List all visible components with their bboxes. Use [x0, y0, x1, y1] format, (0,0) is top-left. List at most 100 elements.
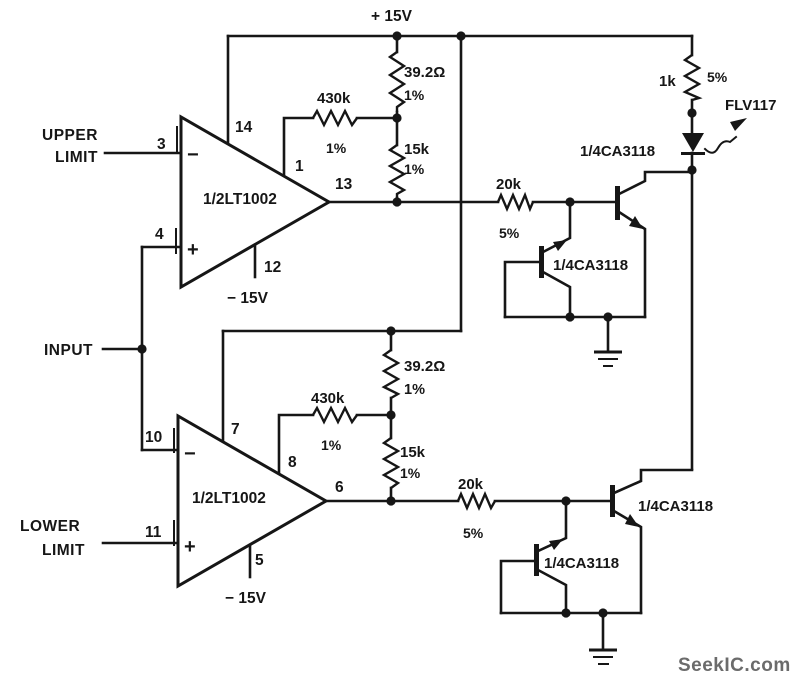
upper-pin-noninverting: 4 — [155, 226, 164, 243]
junction-dot — [565, 197, 575, 207]
q3-emitter-arrow — [625, 514, 639, 527]
resistor-20k-lower-value: 20k — [458, 476, 484, 493]
q1-emitter-arrow — [629, 216, 643, 229]
upper-limit-label-line1: UPPER — [42, 127, 98, 144]
junction-dot — [687, 108, 697, 118]
resistor-430k-lower-tolerance: 1% — [321, 437, 342, 453]
junction-dot — [392, 197, 402, 207]
q4-collector — [536, 568, 568, 615]
upper-pin-output: 13 — [335, 176, 353, 193]
lower-negative-supply-label: − 15V — [225, 590, 267, 607]
q2-emitter-arrow — [553, 240, 567, 251]
resistor-symbols — [311, 51, 703, 512]
junction-dot — [386, 410, 396, 420]
upper-pin-feedback: 1 — [295, 158, 304, 175]
resistor-20k-upper-tolerance: 5% — [499, 225, 520, 241]
q3-part-label: 1/4CA3118 — [638, 498, 713, 515]
q3-collector — [612, 468, 694, 495]
upper-noninverting-sign: + — [187, 239, 199, 261]
wire-upper-feedback-left — [282, 116, 315, 178]
resistor-39-2-upper-tolerance: 1% — [404, 87, 425, 103]
q2-collector — [541, 270, 572, 319]
wire-lower-feedback-left — [277, 413, 315, 476]
upper-driver-transistor — [615, 170, 694, 319]
junction-dot — [392, 31, 402, 41]
upper-opamp-label: 1/2LT1002 — [203, 191, 277, 208]
lower-driver-transistor — [610, 468, 694, 615]
lower-pin-output: 6 — [335, 479, 344, 496]
resistor-430k-upper-symbol — [311, 108, 358, 128]
resistor-39-2-lower-tolerance: 1% — [404, 382, 425, 398]
led-light-arrowhead — [730, 118, 747, 131]
q4-emitter-arrow — [549, 539, 563, 550]
lower-pin-vplus: 7 — [231, 421, 240, 438]
upper-opamp-triangle — [179, 114, 333, 290]
resistor-39-2-lower-symbol — [381, 349, 401, 400]
resistor-430k-upper-tolerance: 1% — [326, 140, 347, 156]
junction-dot — [386, 496, 396, 506]
watermark: SeekIC.com — [678, 655, 791, 676]
resistor-430k-upper-value: 430k — [317, 90, 351, 107]
resistor-39-2-upper-symbol — [387, 51, 407, 112]
junction-dot — [598, 608, 608, 618]
q2-part-label: 1/4CA3118 — [553, 257, 628, 274]
junction-dot — [565, 312, 575, 322]
resistor-15k-upper-value: 15k — [404, 141, 430, 158]
junction-dot — [603, 312, 613, 322]
upper-opamp: − + 1/2LT1002 — [175, 114, 333, 290]
led-anode-triangle — [682, 133, 704, 152]
upper-clamp-transistor — [503, 200, 647, 319]
text-labels: + 15V UPPER LIMIT INPUT LOWER LIMIT 3 4 … — [20, 8, 791, 676]
q1-part-label: 1/4CA3118 — [580, 143, 655, 160]
lower-pin-feedback: 8 — [288, 454, 297, 471]
junction-dots — [137, 31, 697, 618]
wire-group — [101, 34, 694, 579]
upper-inverting-sign: − — [187, 144, 199, 166]
resistor-20k-upper-symbol — [496, 191, 535, 213]
led-light-squiggle — [703, 135, 738, 154]
lower-pin-noninverting: 11 — [145, 524, 162, 541]
q2-emitter — [541, 200, 572, 254]
resistor-1k-tolerance: 5% — [707, 69, 728, 85]
lower-pin-vminus: 5 — [255, 552, 264, 569]
q4-emitter — [536, 499, 568, 553]
upper-pin-vminus: 12 — [264, 259, 281, 276]
junction-dot — [561, 496, 571, 506]
lower-pin-inverting: 10 — [145, 429, 162, 446]
junction-dot — [137, 344, 147, 354]
lower-opamp: − + 1/2LT1002 — [173, 413, 330, 589]
upper-limit-label-line2: LIMIT — [55, 149, 98, 166]
junction-dot — [456, 31, 466, 41]
junction-dot — [687, 165, 697, 175]
resistor-1k-symbol — [682, 54, 703, 102]
resistor-20k-lower-tolerance: 5% — [463, 525, 484, 541]
lower-ground — [589, 611, 617, 665]
q1-emitter — [617, 210, 647, 319]
resistor-430k-lower-value: 430k — [311, 390, 345, 407]
lower-clamp-transistor — [499, 499, 643, 615]
q1-collector — [617, 170, 694, 196]
upper-negative-supply-label: − 15V — [227, 290, 269, 307]
upper-pin-inverting: 3 — [157, 136, 166, 153]
led-part-label: FLV117 — [725, 97, 776, 114]
lower-limit-label-line2: LIMIT — [42, 542, 85, 559]
upper-ground — [594, 315, 622, 367]
resistor-15k-lower-value: 15k — [400, 444, 426, 461]
resistor-15k-upper-symbol — [387, 144, 407, 198]
resistor-1k-value: 1k — [659, 73, 676, 90]
led-indicator — [681, 118, 747, 155]
junction-dot — [561, 608, 571, 618]
resistor-15k-lower-symbol — [381, 437, 401, 489]
lower-opamp-triangle — [176, 413, 330, 589]
junction-dot — [392, 113, 402, 123]
lower-opamp-label: 1/2LT1002 — [192, 490, 266, 507]
lower-inverting-sign: − — [184, 443, 196, 465]
positive-rail-label: + 15V — [371, 8, 413, 25]
upper-pin-vplus: 14 — [235, 119, 253, 136]
resistor-20k-upper-value: 20k — [496, 176, 522, 193]
resistor-20k-lower-symbol — [456, 490, 497, 512]
q4-part-label: 1/4CA3118 — [544, 555, 619, 572]
q2-base-loop — [503, 260, 543, 319]
